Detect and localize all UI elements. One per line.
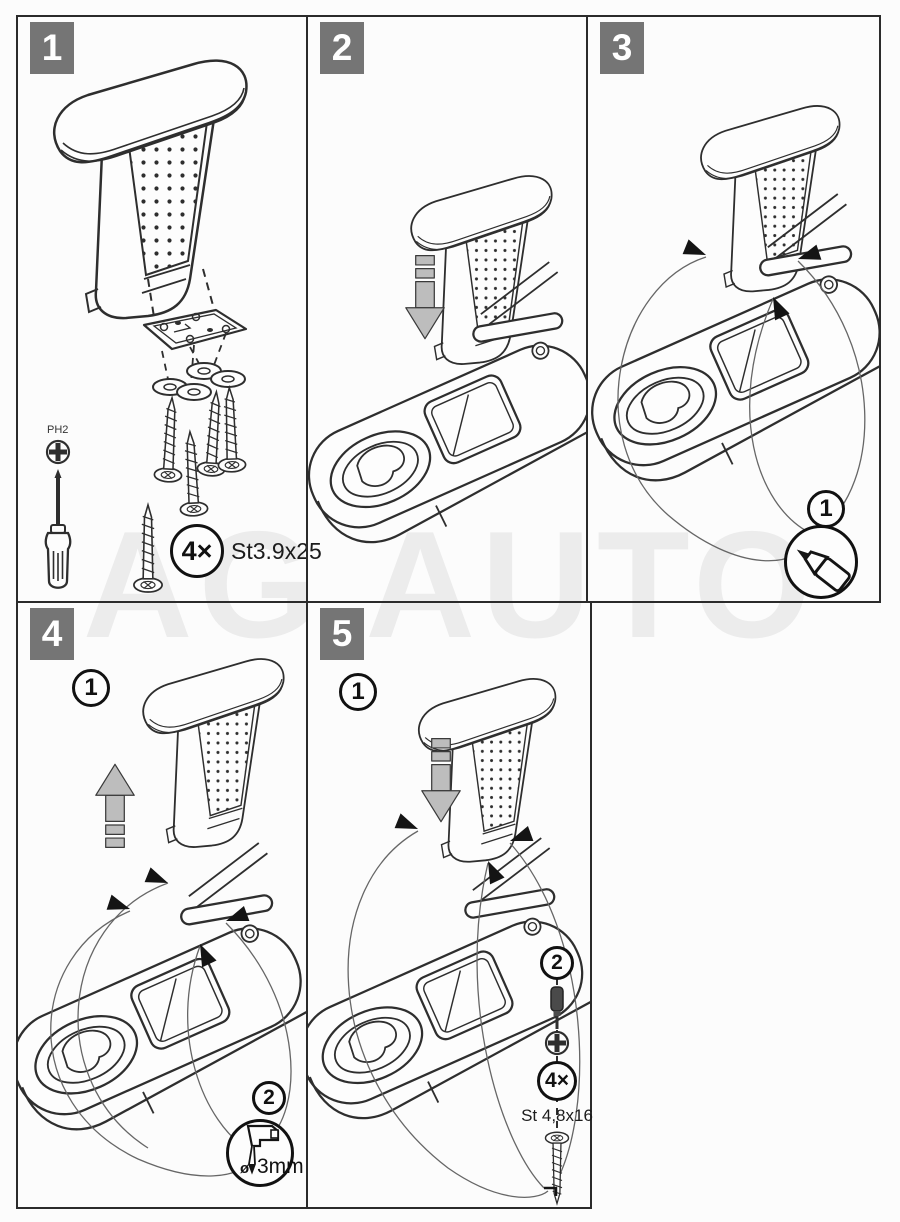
- phillips-head-icon: [45, 439, 71, 465]
- console-drawing: [308, 835, 590, 1148]
- step-panel-4: 4 1 2 ø 3mm: [16, 601, 308, 1209]
- mounting-plate-drawing: [142, 308, 248, 351]
- armrest-drawing: [52, 59, 248, 320]
- step2-illustration: [308, 175, 586, 572]
- step-number-badge: 5: [320, 608, 364, 660]
- step1-illustration: [43, 59, 248, 593]
- screwdriver-size-label: PH2: [47, 424, 69, 436]
- step-panel-2: 2: [306, 15, 588, 603]
- screw-icon: [133, 504, 163, 593]
- screw-icon: [153, 396, 187, 484]
- detail-reference-circle: 2: [252, 1081, 286, 1115]
- convergence-bracket: [544, 1186, 558, 1196]
- step-reference-circle: 1: [72, 669, 110, 707]
- attach-point-arrow: [394, 813, 421, 837]
- screw-spec-label: St 4,8x16: [521, 1106, 593, 1125]
- step-number-badge: 4: [30, 608, 74, 660]
- drill-detail-circle: ø 3mm: [226, 1119, 304, 1187]
- step-reference-circle: 1: [339, 673, 377, 711]
- step5-illustration: [308, 678, 590, 1205]
- detail-reference-circle: 2: [540, 946, 574, 980]
- step-reference-circle: 1: [807, 490, 845, 528]
- step-number-badge: 2: [320, 22, 364, 74]
- drill-size-label: 3mm: [257, 1155, 304, 1178]
- marker-icon: [790, 538, 853, 594]
- attach-point-arrow: [682, 239, 709, 263]
- screwdriver-icon: [43, 467, 73, 590]
- step-panel-5: 5 1 2 4× St 4,8x16: [306, 601, 593, 1209]
- remove-up-arrow: [95, 763, 135, 848]
- phillips-head-icon: [544, 1030, 570, 1056]
- leader-lines: [347, 830, 581, 1198]
- mark-detail-circle: [784, 525, 858, 599]
- washer-icon: [210, 370, 246, 388]
- step-panel-3: 3 1: [586, 15, 881, 603]
- step-panel-1: 1 PH2 4× St3.9x25: [16, 15, 322, 603]
- armrest-drawing: [142, 658, 285, 848]
- insert-down-arrow: [405, 255, 445, 340]
- screw-icon: [214, 386, 247, 474]
- quantity-badge: 4×: [170, 524, 224, 578]
- step4-illustration: [18, 658, 306, 1177]
- washer-icon: [176, 383, 212, 401]
- quantity-badge: 4×: [537, 1061, 577, 1101]
- step-number-badge: 1: [30, 22, 74, 74]
- diameter-symbol: ø: [240, 1160, 250, 1177]
- step-number-badge: 3: [600, 22, 644, 74]
